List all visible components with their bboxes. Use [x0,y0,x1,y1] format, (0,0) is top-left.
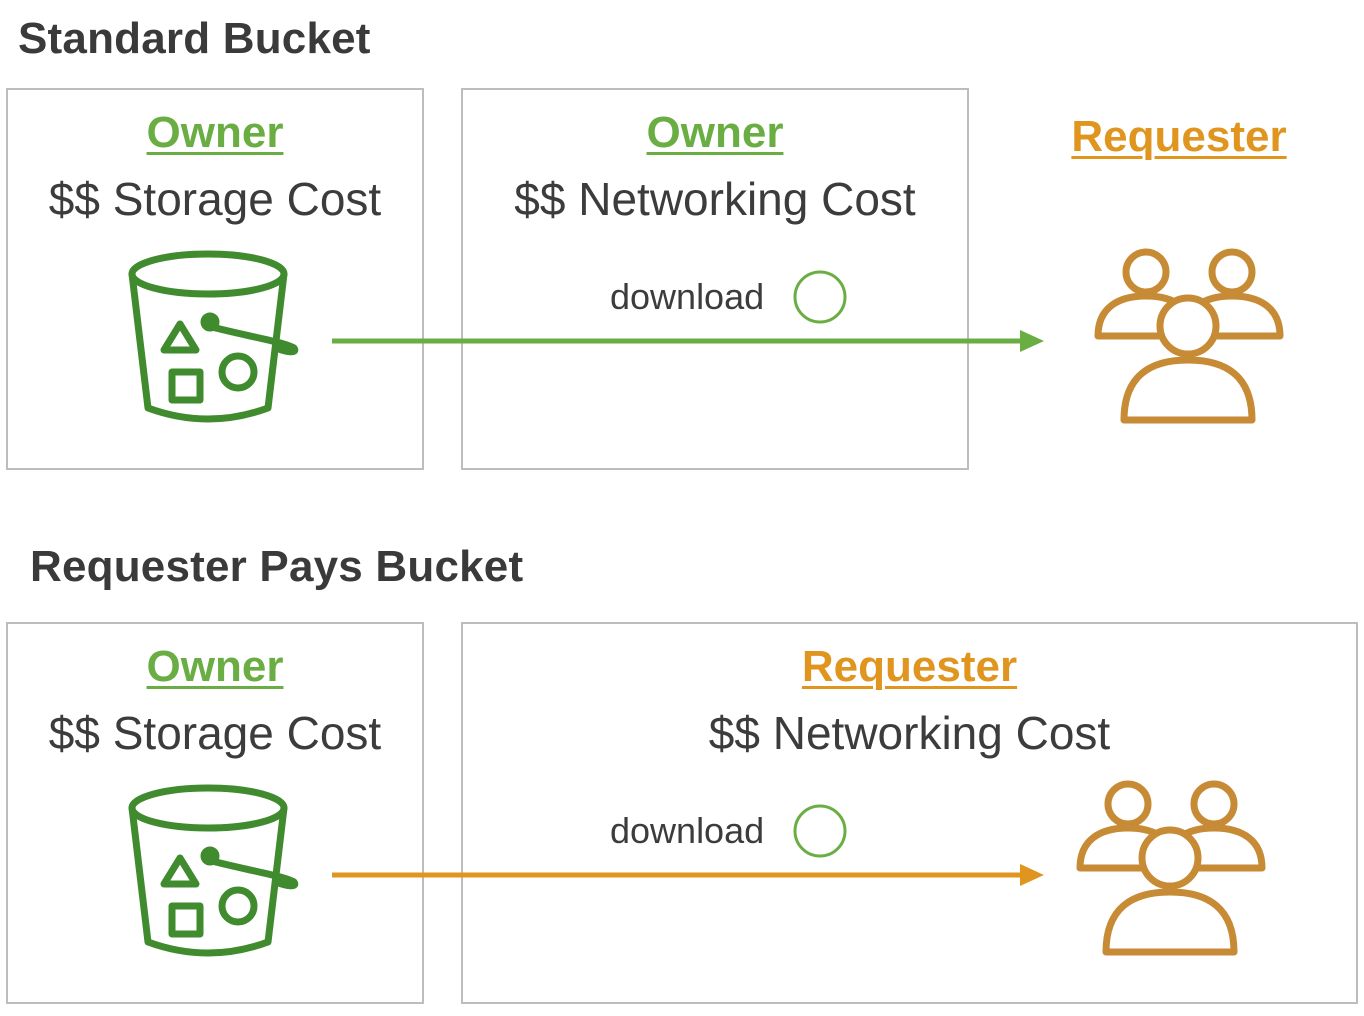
standard-storage-cost: $$ Storage Cost [48,173,382,225]
standard-download-label: download [610,276,765,317]
circle-icon [793,270,847,324]
standard-network-box [461,88,969,470]
standard-requester-label: Requester [1071,112,1287,161]
requester-pays-network-requester-label: Requester [801,642,1018,691]
users-icon [1094,248,1284,424]
standard-storage-owner-label: Owner [146,108,284,157]
standard-network-owner-label: Owner [646,108,784,157]
circle-icon [793,804,847,858]
requester-pays-download-label: download [610,810,765,851]
arrow-icon [332,864,1044,886]
standard-network-cost: $$ Networking Cost [514,173,916,225]
standard-bucket-title: Standard Bucket [18,14,371,63]
users-icon [1076,780,1266,956]
requester-pays-bucket-title: Requester Pays Bucket [30,542,524,591]
bucket-icon [128,784,299,957]
standard-storage-box [6,88,424,470]
requester-pays-storage-box [6,622,424,1004]
bucket-icon [128,250,299,423]
requester-pays-network-cost: $$ Networking Cost [708,707,1111,759]
requester-pays-storage-cost: $$ Storage Cost [48,707,382,759]
requester-pays-storage-owner-label: Owner [146,642,284,691]
arrow-icon [332,330,1044,352]
